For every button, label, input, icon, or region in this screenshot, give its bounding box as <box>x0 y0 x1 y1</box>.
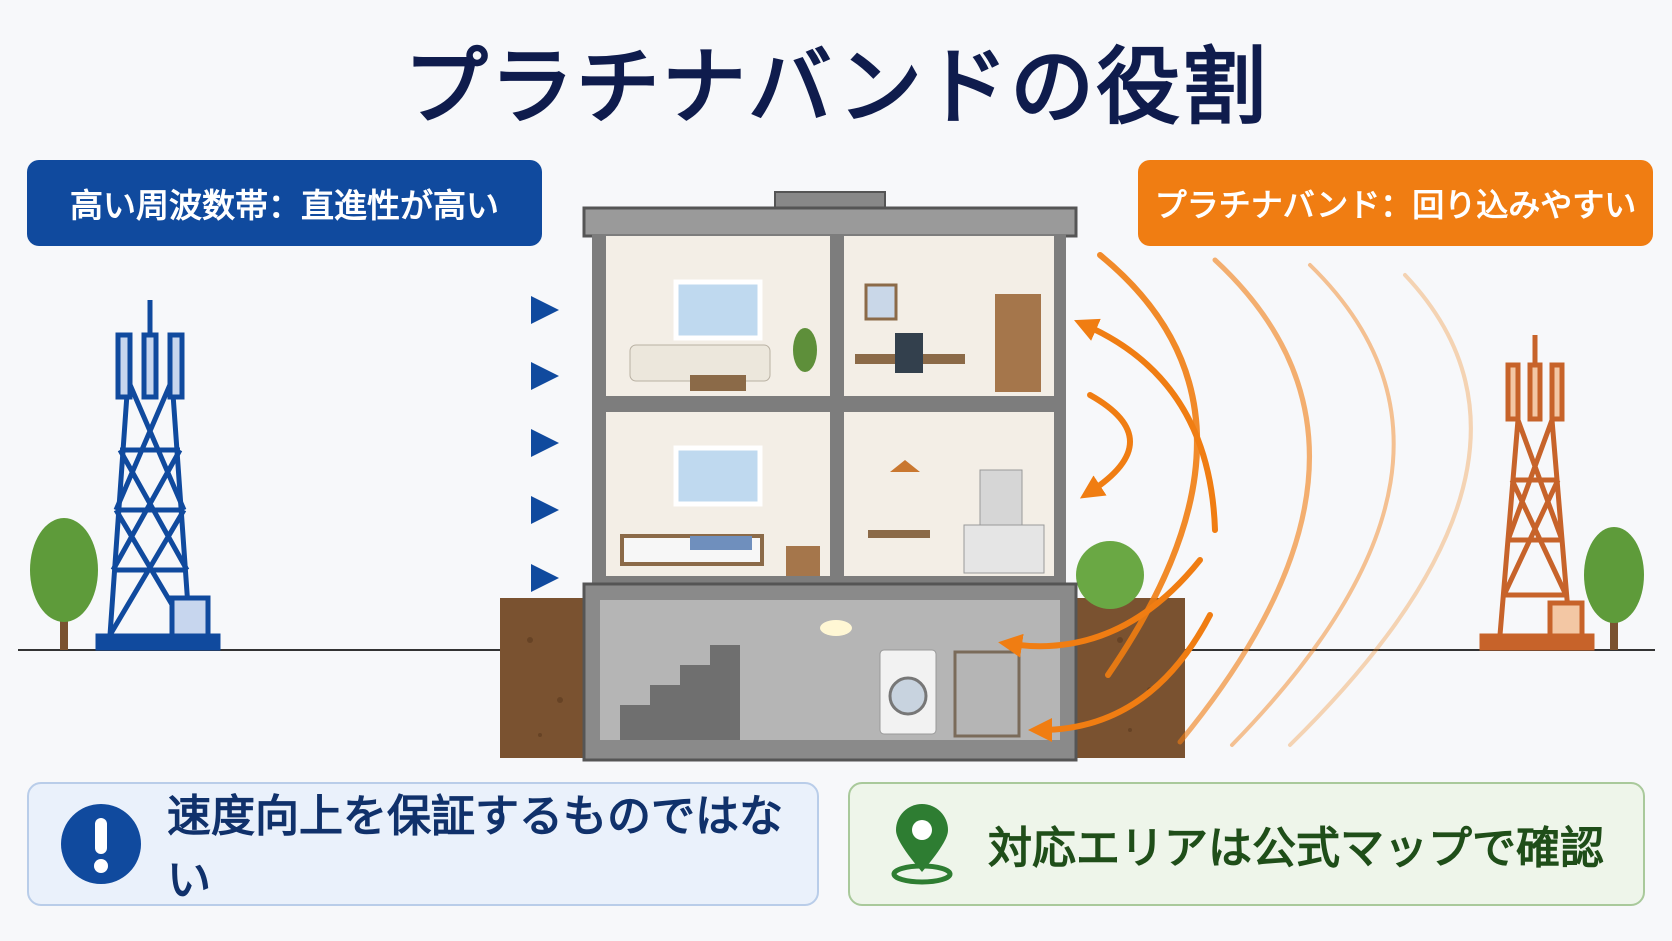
speed-disclaimer-note: 速度向上を保証するものではない <box>27 782 819 906</box>
exclamation-icon <box>61 804 141 884</box>
bush-icon <box>1076 541 1144 609</box>
high-frequency-label-text: 高い周波数帯：直進性が高い <box>70 186 499 225</box>
coverage-map-note: 対応エリアは公式マップで確認 <box>848 782 1645 906</box>
page-title: プラチナバンドの役割 <box>403 38 1269 136</box>
kitchen <box>844 412 1054 576</box>
study-room <box>844 236 1054 396</box>
propagation-illustration <box>18 191 1655 762</box>
house-cutaway <box>582 191 1078 762</box>
coverage-map-text: 対応エリアは公式マップで確認 <box>988 823 1604 874</box>
map-pin-icon <box>891 804 953 885</box>
tree-icon <box>1584 527 1644 650</box>
blue-cell-tower-icon <box>95 300 221 651</box>
platinum-band-label-text: プラチナバンド：回り込みやすい <box>1154 186 1637 224</box>
platinum-band-waves <box>998 252 1473 747</box>
orange-cell-tower-icon <box>1479 335 1595 651</box>
tree-icon <box>30 518 98 650</box>
straight-signal-arrows <box>190 296 559 592</box>
platinum-band-label: プラチナバンド：回り込みやすい <box>1138 160 1653 246</box>
speed-disclaimer-text: 速度向上を保証するものではない <box>167 791 783 906</box>
high-frequency-label: 高い周波数帯：直進性が高い <box>27 160 542 246</box>
bedroom <box>606 412 830 576</box>
living-room <box>606 236 830 396</box>
